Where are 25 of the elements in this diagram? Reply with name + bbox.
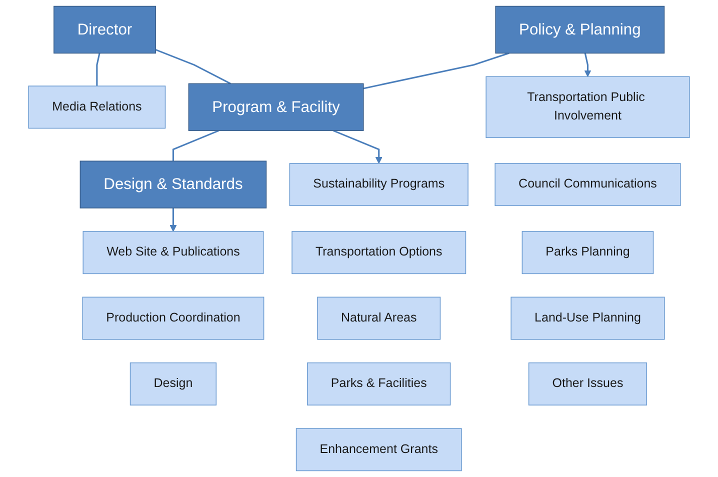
connector: [363, 52, 510, 90]
node-box: Design: [130, 362, 217, 406]
arrow: [332, 130, 382, 164]
node-box: Sustainability Programs: [289, 163, 468, 206]
node-box: Council Communications: [494, 163, 681, 206]
connector: [155, 48, 231, 84]
node-box: Director: [54, 6, 156, 54]
node-box: Parks Planning: [522, 231, 654, 274]
node-box: Other Issues: [528, 362, 648, 406]
node-box: Design & Standards: [80, 160, 267, 208]
node-box: Transportation Options: [292, 231, 466, 274]
node-box: Web Site & Publications: [82, 231, 264, 274]
arrow: [170, 208, 177, 232]
node-box: Policy & Planning: [495, 6, 665, 54]
node-box: Transportation Public Involvement: [486, 76, 690, 138]
connector: [96, 53, 100, 86]
node-box: Media Relations: [28, 86, 166, 129]
node-box: Parks & Facilities: [307, 362, 451, 406]
node-box: Natural Areas: [317, 296, 441, 340]
arrow: [584, 53, 592, 77]
node-box: Land-Use Planning: [510, 296, 665, 340]
node-box: Production Coordination: [82, 296, 264, 340]
node-box: Program & Facility: [188, 83, 364, 131]
node-box: Enhancement Grants: [296, 428, 462, 472]
connector: [172, 130, 220, 162]
